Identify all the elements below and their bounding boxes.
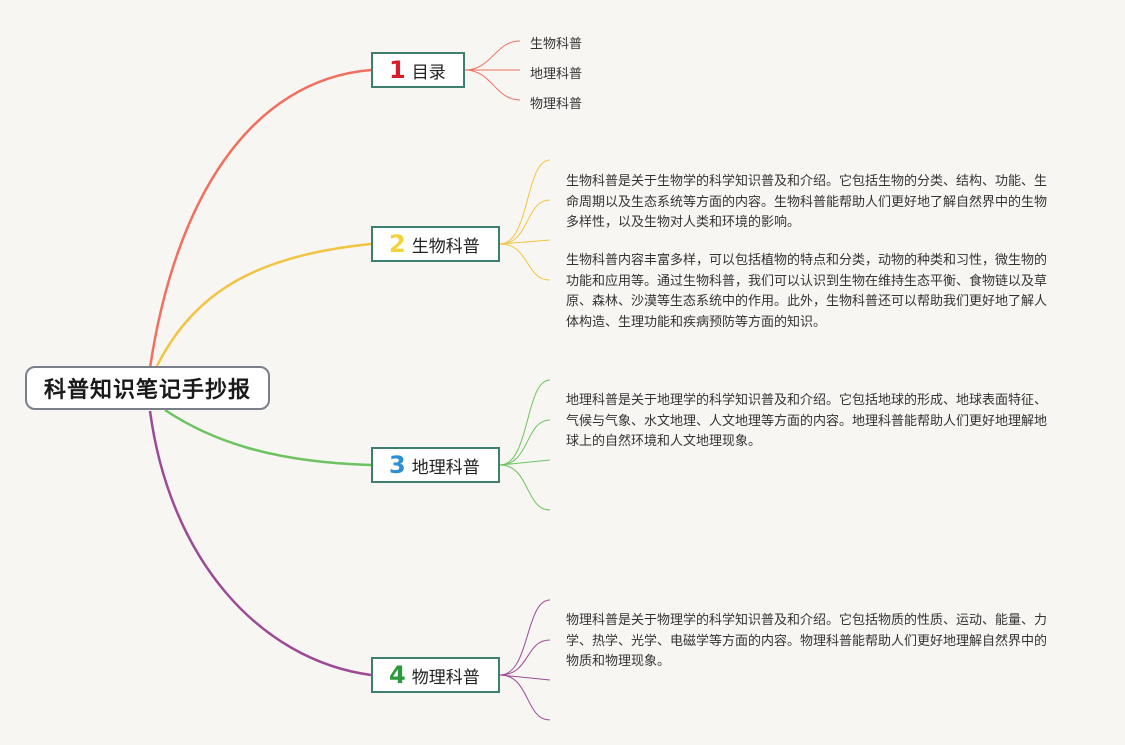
paragraph-text: 生物科普是关于生物学的科学知识普及和介绍。它包括生物的分类、结构、功能、生命周期… bbox=[566, 174, 1048, 230]
topic-number-3: 3 bbox=[389, 451, 406, 479]
paragraph-text: 物理科普是关于物理学的科学知识普及和介绍。它包括物质的性质、运动、能量、力学、热… bbox=[566, 613, 1048, 669]
topic-number-2: 2 bbox=[389, 230, 406, 258]
topic-label-3: 地理科普 bbox=[411, 457, 480, 478]
branch-line-1 bbox=[148, 68, 372, 369]
topic-label-1: 目录 bbox=[411, 62, 446, 83]
root-node[interactable]: 科普知识笔记手抄报 bbox=[25, 366, 270, 410]
topic-number-1: 1 bbox=[389, 56, 406, 84]
leaf-links-4 bbox=[499, 599, 551, 721]
branch-line-4 bbox=[148, 410, 372, 677]
paragraph-text: 生物科普内容丰富多样，可以包括植物的特点和分类，动物的种类和习性，微生物的功能和… bbox=[566, 253, 1048, 330]
leaf-links-1 bbox=[464, 40, 521, 101]
leaf-links-2 bbox=[499, 159, 551, 281]
topic-node-1[interactable]: 1 目录 bbox=[371, 52, 465, 88]
topic-number-4: 4 bbox=[389, 661, 406, 689]
topic-node-2[interactable]: 2 生物科普 bbox=[371, 226, 500, 262]
topic-node-4[interactable]: 4 物理科普 bbox=[371, 657, 500, 693]
leaf-item[interactable]: 地理科普 bbox=[530, 67, 583, 82]
branch-line-3 bbox=[164, 408, 372, 467]
topic-node-3[interactable]: 3 地理科普 bbox=[371, 447, 500, 483]
leaf-item[interactable]: 物理科普 bbox=[530, 97, 583, 112]
leaf-links-3 bbox=[499, 379, 551, 511]
root-label: 科普知识笔记手抄报 bbox=[43, 378, 251, 403]
paragraph-text: 地理科普是关于地理学的科学知识普及和介绍。它包括地球的形成、地球表面特征、气候与… bbox=[566, 393, 1048, 449]
topic-label-4: 物理科普 bbox=[411, 667, 480, 688]
topic-label-2: 生物科普 bbox=[411, 236, 480, 257]
branch-line-2 bbox=[155, 242, 372, 367]
leaf-item[interactable]: 生物科普 bbox=[530, 37, 583, 52]
